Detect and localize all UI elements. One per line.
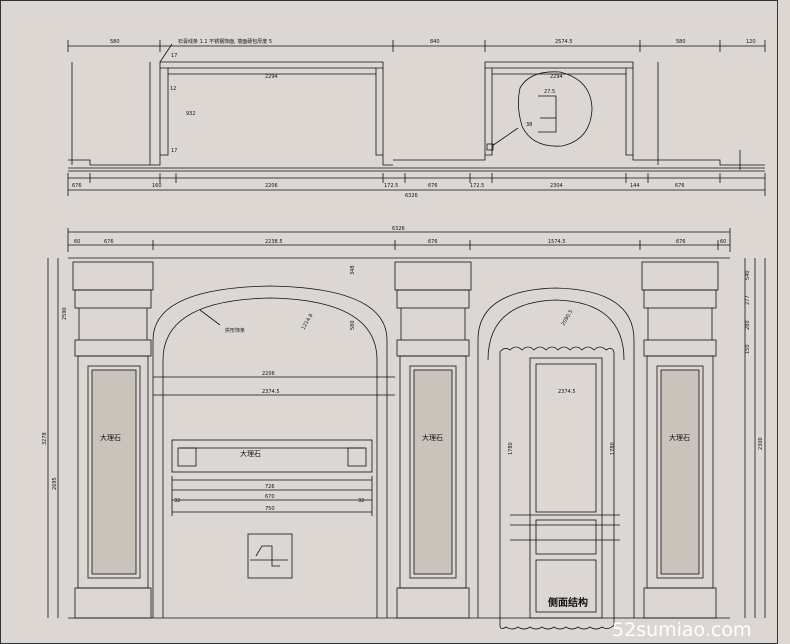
- left-dim-3: 2590: [62, 307, 68, 320]
- plan-top-dim-4: 580: [676, 39, 686, 45]
- plan-top-dim-5: 120: [746, 39, 756, 45]
- plan-bottom-dim-9: 676: [675, 183, 685, 189]
- plan-mid-dim-2: 2294: [550, 74, 563, 80]
- plan-bottom-dim-7: 2304: [550, 183, 563, 189]
- plan-note: 石膏线条 1.1 不锈钢饰面, 墙面硬包厚度 5: [178, 38, 272, 45]
- fireplace-detail: [171, 439, 373, 579]
- span-dim-2: 2374.5: [262, 389, 280, 395]
- plan-side-dim-1: 17: [171, 53, 177, 59]
- arch-note: 拱形饰条: [225, 327, 245, 334]
- elevation-view: [47, 228, 766, 630]
- watermark-text: 52sumiao.com: [612, 619, 751, 641]
- fireplace-dim-5: 32: [358, 498, 364, 504]
- plan-top-dim-1: 580: [110, 39, 120, 45]
- plan-bottom-dim-4: 172.5: [384, 183, 398, 189]
- column-left: [72, 261, 154, 619]
- detail-dim-1: 27.5: [544, 89, 555, 95]
- arch-label-1: 1214.8: [301, 313, 315, 331]
- small-dim-1: 348: [350, 265, 356, 275]
- fireplace-dim-3: 670: [265, 494, 275, 500]
- marble-label-3: 大理石: [669, 433, 690, 442]
- plan-bottom-dim-8: 144: [630, 183, 640, 189]
- small-dim-3: 1780: [508, 442, 514, 455]
- fireplace-dim-1: 32: [174, 498, 180, 504]
- right-dim-4: 150: [745, 344, 751, 354]
- elevation-dimensions: 60 676 2238.5 676 1574.5 676 60 6326 121…: [42, 226, 764, 512]
- column-middle: [394, 261, 472, 619]
- fireplace-dim-2: 726: [265, 484, 275, 490]
- elev-top-dim-2: 676: [104, 239, 114, 245]
- right-dim-2: 277: [745, 295, 751, 305]
- fireplace-dim-4: 750: [265, 506, 275, 512]
- plan-side-dim-3: 932: [186, 111, 196, 117]
- span-dim-3: 2374.5: [558, 389, 576, 395]
- plan-bottom-dim-5: 676: [428, 183, 438, 189]
- plan-top-dim-3: 2574.5: [555, 39, 573, 45]
- elev-top-dim-7: 60: [720, 239, 726, 245]
- elev-total-dim: 6326: [392, 226, 405, 232]
- right-dim-1: 540: [745, 270, 751, 280]
- door-section-label: 侧面结构: [548, 596, 588, 609]
- plan-bottom-dim-2: 160: [152, 183, 162, 189]
- elev-top-dim-1: 60: [74, 239, 80, 245]
- right-dim-3: 280: [745, 320, 751, 330]
- plan-side-dim-4: 17: [171, 148, 177, 154]
- material-labels: 大理石 大理石 大理石 大理石 侧面结构: [100, 433, 690, 609]
- small-dim-2: 580: [350, 320, 356, 330]
- plan-top-dim-2: 840: [430, 39, 440, 45]
- elev-top-dim-3: 2238.5: [265, 239, 283, 245]
- plan-bottom-dim-6: 172.5: [470, 183, 484, 189]
- elev-top-dim-5: 1574.5: [548, 239, 566, 245]
- left-dim-2: 2695: [52, 477, 58, 490]
- plan-bottom-dim-3: 2206: [265, 183, 278, 189]
- plan-mid-dim-1: 2294: [265, 74, 278, 80]
- plan-dimensions: 580 840 2574.5 580 120 2294 2294 676 160…: [72, 38, 756, 199]
- marble-label-1: 大理石: [100, 433, 121, 442]
- column-right: [641, 261, 719, 619]
- plan-total-dim: 6326: [405, 193, 418, 199]
- span-dim-1: 2206: [262, 371, 275, 377]
- marble-label-4: 大理石: [240, 449, 261, 458]
- plan-view: [67, 40, 766, 196]
- detail-dim-2: 38: [526, 122, 532, 128]
- arch-right: [477, 287, 635, 630]
- plan-bottom-dim-1: 676: [72, 183, 82, 189]
- arch-left: [152, 285, 395, 618]
- elev-top-dim-6: 676: [676, 239, 686, 245]
- plan-side-dim-2: 12: [170, 86, 176, 92]
- small-dim-4: 1780: [610, 442, 616, 455]
- elev-top-dim-4: 676: [428, 239, 438, 245]
- left-dim-1: 3278: [42, 432, 48, 445]
- marble-label-2: 大理石: [422, 433, 443, 442]
- right-dim-5: 2300: [758, 437, 764, 450]
- arch-label-2: 2090.5: [561, 309, 575, 327]
